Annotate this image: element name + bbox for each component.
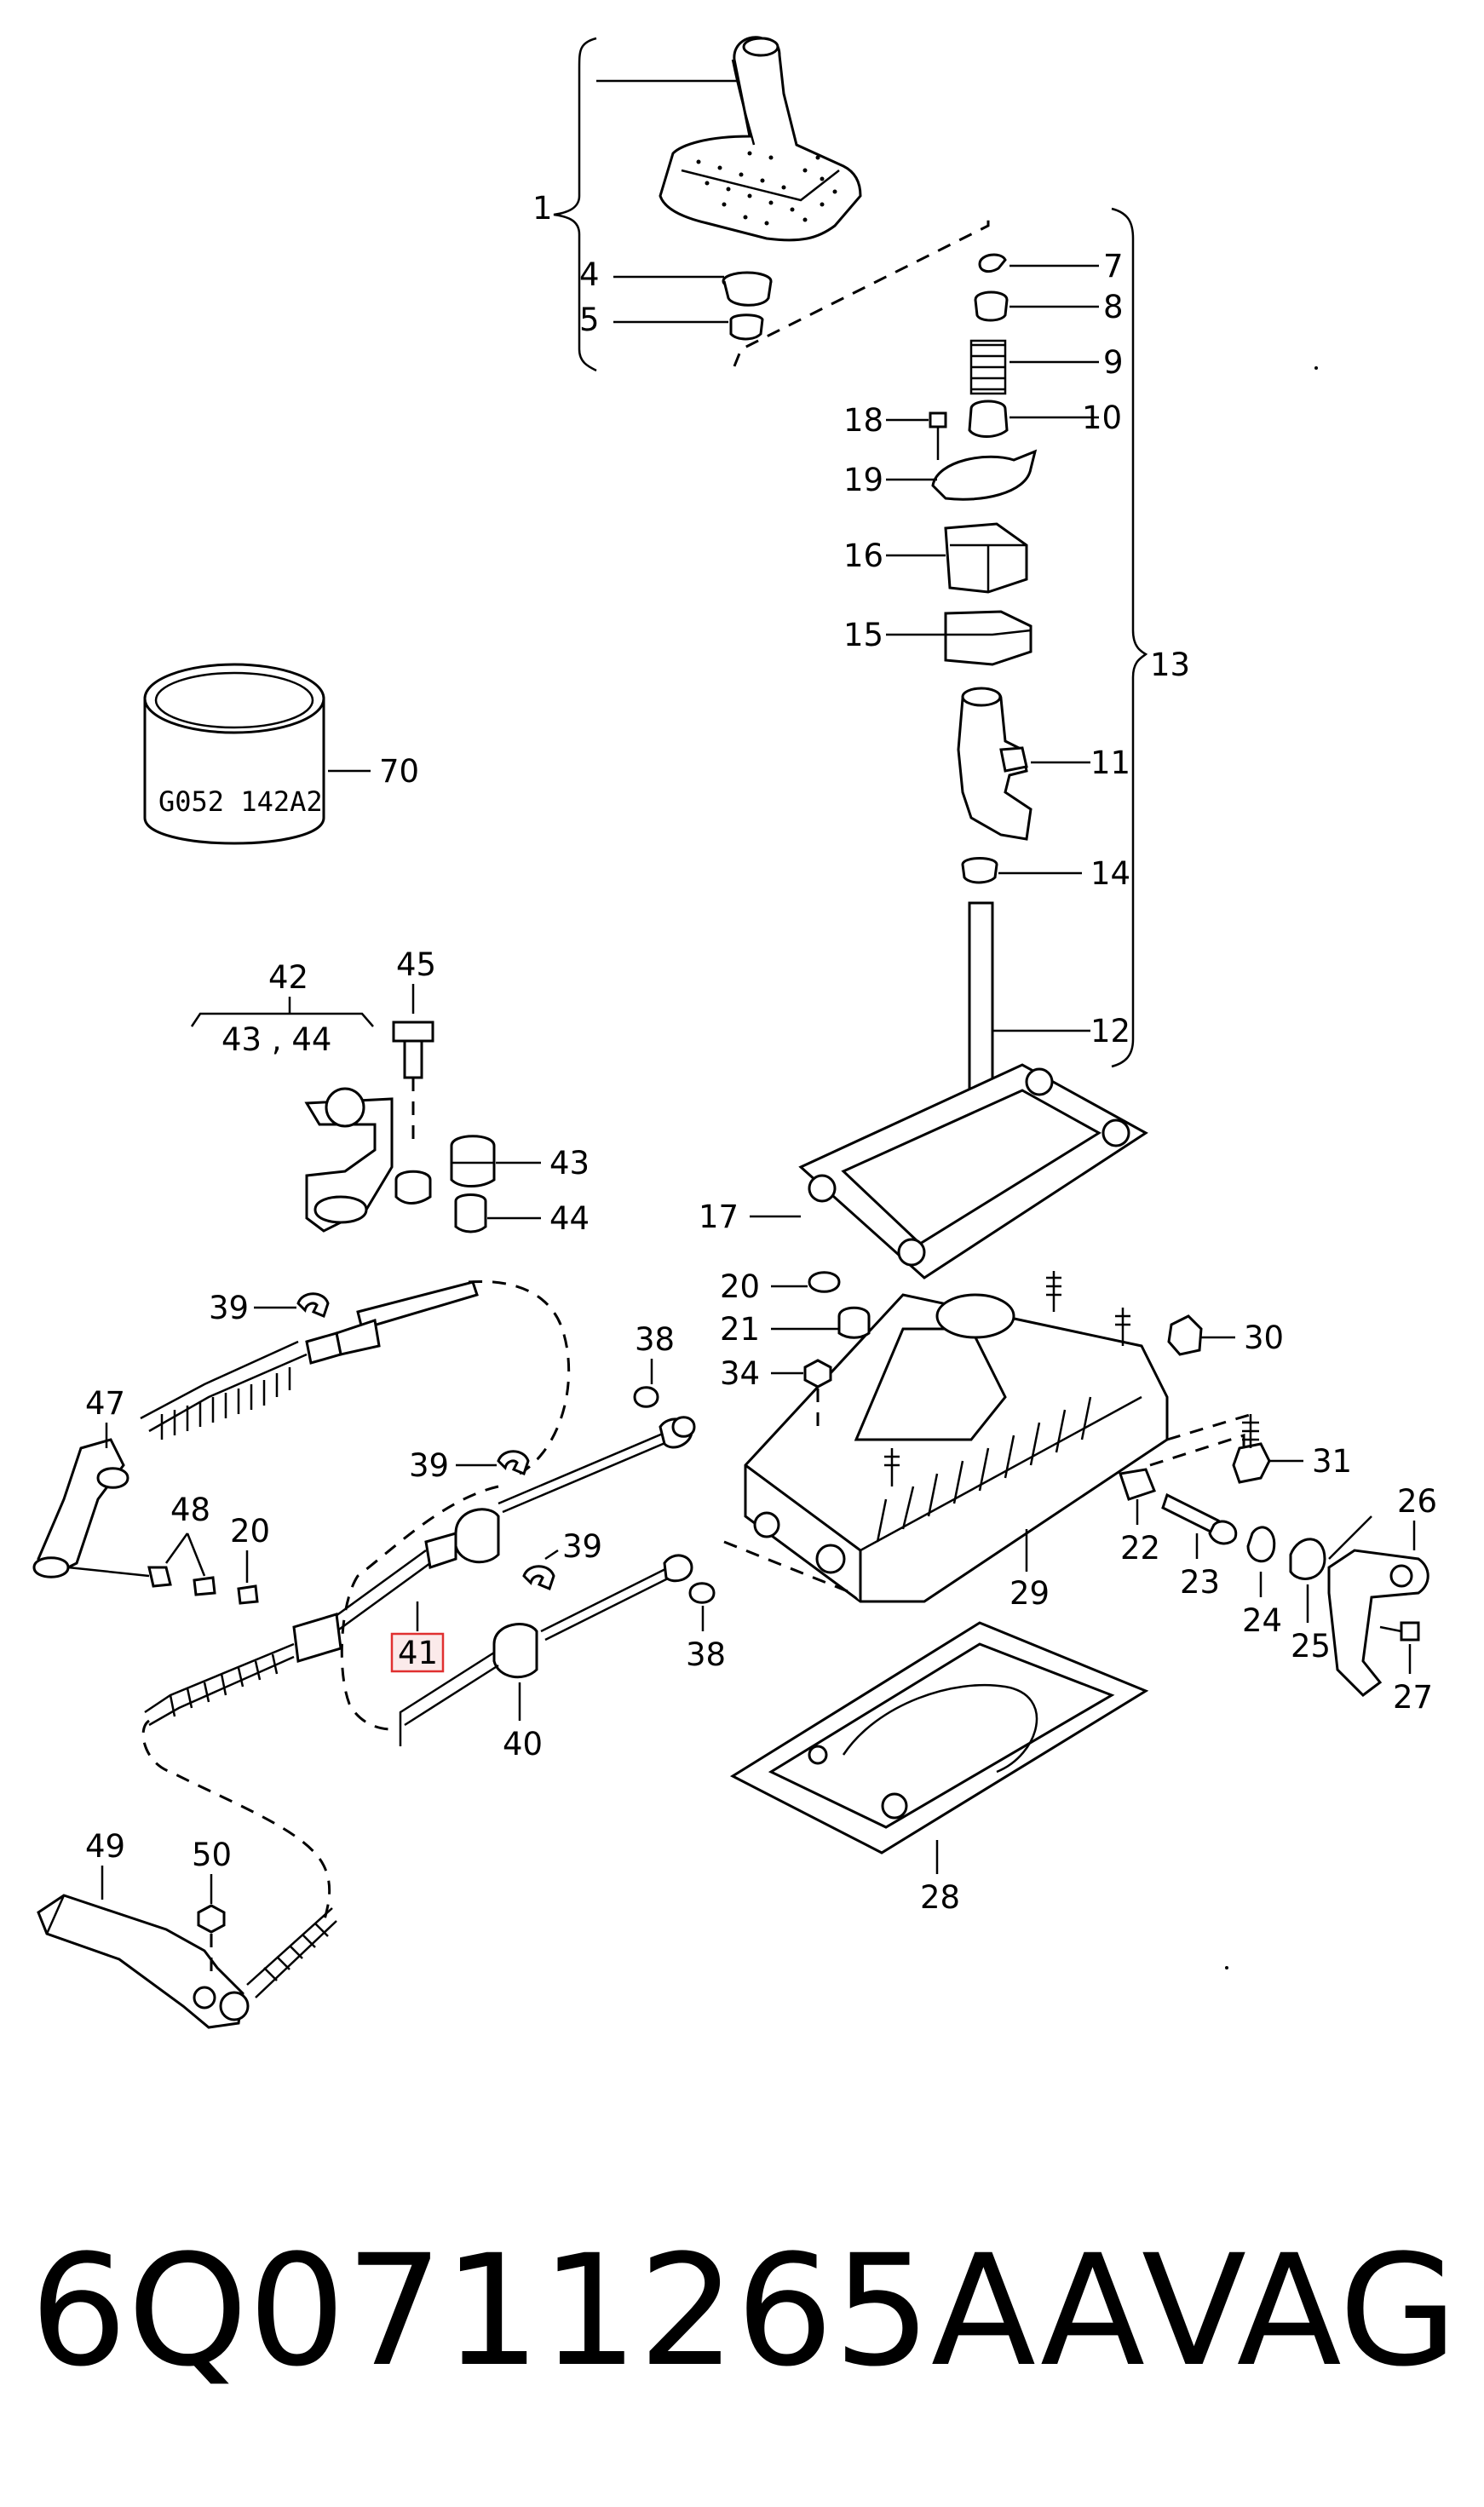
label-39b: 39 <box>409 1447 449 1484</box>
clip-part-30 <box>1167 1314 1203 1356</box>
label-39c: 39 <box>562 1528 602 1565</box>
label-41: 41 <box>398 1635 438 1671</box>
label-31: 31 <box>1312 1443 1352 1480</box>
bush-part-8 <box>974 290 1009 322</box>
label-18: 18 <box>843 402 883 439</box>
washer-part-38b <box>688 1582 716 1604</box>
spring-part-9 <box>969 339 1007 395</box>
label-45: 45 <box>396 946 436 983</box>
label-17: 17 <box>699 1199 739 1235</box>
screw-part-31 <box>1232 1414 1271 1484</box>
label-group-43-44: 43 , 44 <box>221 1021 331 1058</box>
label-21: 21 <box>720 1311 760 1348</box>
bracket-part-26 <box>1327 1515 1429 1697</box>
label-10: 10 <box>1082 400 1122 436</box>
ring-part-24 <box>1246 1526 1276 1563</box>
lever-part-49 <box>37 1894 250 2029</box>
label-25: 25 <box>1291 1628 1331 1665</box>
clip-part-20a <box>808 1271 841 1293</box>
clip-part-39a <box>296 1292 330 1319</box>
label-42: 42 <box>268 959 308 996</box>
gasket-part-17 <box>798 1063 1148 1279</box>
label-14: 14 <box>1090 855 1130 892</box>
label-24: 24 <box>1242 1602 1282 1639</box>
label-23: 23 <box>1180 1564 1220 1601</box>
label-44: 44 <box>549 1200 590 1237</box>
drum-label: G052 142A2 <box>158 785 323 818</box>
bush-part-22 <box>1119 1468 1156 1501</box>
bracket-part-42 <box>304 1087 432 1233</box>
label-28: 28 <box>920 1879 960 1916</box>
clip-part-39c <box>522 1565 555 1591</box>
label-8: 8 <box>1103 289 1124 325</box>
label-15: 15 <box>843 617 883 653</box>
label-20a: 20 <box>720 1268 760 1305</box>
gasket-part-28 <box>729 1621 1149 1854</box>
guide-part-15 <box>944 610 1032 666</box>
label-5: 5 <box>579 302 600 338</box>
label-49: 49 <box>85 1828 125 1865</box>
label-19: 19 <box>843 462 883 498</box>
clip-part-39b <box>497 1450 530 1476</box>
gear-knob-boot <box>659 36 862 242</box>
pivot-part-11 <box>957 687 1032 841</box>
nut-part-34 <box>803 1359 832 1389</box>
label-16: 16 <box>843 538 883 574</box>
label-7: 7 <box>1103 248 1124 285</box>
circlip-part-7 <box>978 253 1007 273</box>
bush-part-25 <box>1289 1538 1326 1580</box>
screw-part-27 <box>1379 1621 1420 1642</box>
label-27: 27 <box>1393 1679 1433 1716</box>
brand-text: VAG <box>1142 2222 1458 2401</box>
label-29: 29 <box>1009 1575 1050 1612</box>
screw-part-18 <box>929 411 947 428</box>
label-50: 50 <box>192 1837 232 1873</box>
label-30: 30 <box>1244 1320 1284 1356</box>
cap-part-10 <box>968 400 1009 438</box>
washer-part-38a <box>633 1386 659 1408</box>
bolt-part-45 <box>392 1021 434 1079</box>
label-1: 1 <box>532 190 553 227</box>
housing-part-16 <box>944 522 1028 594</box>
bush-part-21 <box>837 1306 871 1339</box>
label-13: 13 <box>1150 647 1190 683</box>
bracket-group-13 <box>1111 207 1148 1068</box>
label-4: 4 <box>579 256 600 293</box>
label-40: 40 <box>503 1726 543 1762</box>
label-70: 70 <box>379 753 419 790</box>
cable-upper <box>140 1279 571 1475</box>
cable-40 <box>399 1554 693 1746</box>
bush-part-43 <box>450 1135 496 1187</box>
label-47: 47 <box>85 1385 125 1422</box>
sleeve-part-44 <box>454 1193 487 1233</box>
label-48: 48 <box>170 1492 210 1528</box>
housing-part-29 <box>744 1293 1169 1603</box>
bracket-group-1 <box>553 37 597 372</box>
drum-part-70: G052 142A2 <box>143 663 325 845</box>
lever-part-47 <box>37 1438 125 1578</box>
label-22: 22 <box>1120 1530 1160 1567</box>
clip-part-5 <box>729 313 764 341</box>
label-38a: 38 <box>635 1321 675 1358</box>
label-11: 11 <box>1090 745 1130 781</box>
label-20b: 20 <box>230 1513 270 1550</box>
label-39a: 39 <box>209 1290 249 1326</box>
nut-part-50 <box>197 1904 226 1934</box>
label-9: 9 <box>1103 344 1124 381</box>
label-43: 43 <box>549 1145 590 1182</box>
label-12: 12 <box>1090 1013 1130 1049</box>
pin-part-23 <box>1161 1492 1238 1545</box>
clip-part-19 <box>931 449 1038 501</box>
highlight-box-41 <box>390 1632 445 1673</box>
label-26: 26 <box>1397 1483 1437 1520</box>
part-number-text: 6Q0711265AA <box>30 2222 1145 2401</box>
label-38b: 38 <box>686 1636 726 1673</box>
bush-part-14 <box>961 857 998 884</box>
label-34: 34 <box>720 1355 760 1392</box>
